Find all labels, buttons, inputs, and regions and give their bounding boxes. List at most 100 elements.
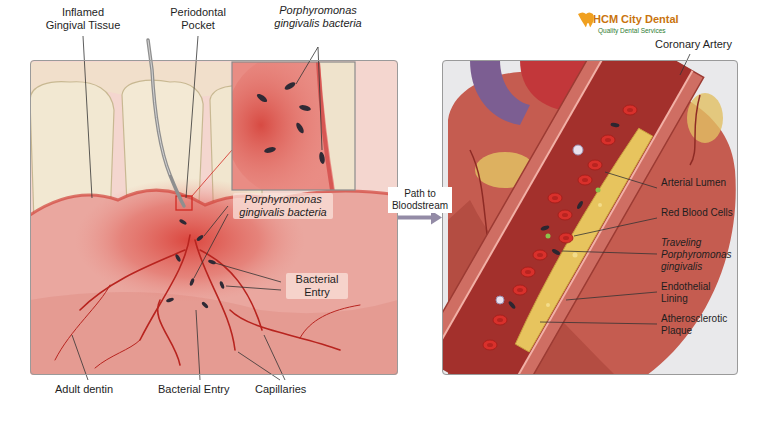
heart-illustration [525, 270, 531, 274]
part-label: Adult dentin [55, 383, 127, 396]
zoom-inset [299, 104, 312, 112]
part-label: Coronary Artery [655, 38, 751, 51]
heart-illustration [470, 60, 530, 125]
part-label: Porphyromonas gingivalis bacteria [233, 193, 333, 219]
part-label: Endothelial Lining [661, 281, 735, 305]
gum-illustration [30, 190, 398, 215]
part-label: Inflamed Gingival Tissue [43, 6, 123, 32]
heart-illustration [552, 196, 558, 200]
heart-illustration [576, 200, 584, 210]
part-label: Red Blood Cells [661, 207, 735, 219]
heart-illustration [573, 145, 583, 155]
leader-lines [226, 286, 281, 290]
flow-arrow [398, 211, 442, 225]
gum-illustration [158, 300, 180, 365]
heart-illustration [442, 60, 693, 375]
heart-illustration [483, 340, 497, 350]
zoom-inset [318, 152, 325, 165]
zoom-inset [232, 62, 355, 190]
heart-illustration [687, 93, 723, 143]
gum-illustration [55, 235, 360, 368]
zoom-inset [318, 62, 332, 190]
heart-illustration [487, 108, 633, 347]
part-label: Arterial Lumen [661, 177, 735, 189]
zoom-inset [232, 62, 355, 190]
leader-lines [318, 47, 322, 150]
gum-illustration [200, 250, 262, 330]
heart-illustration [592, 163, 598, 167]
heart-illustration [627, 108, 633, 112]
part-label: Bacterial Entry [286, 273, 348, 299]
gum-tissue-panel: Porphyromonas gingivalis bacteriaBacteri… [30, 60, 398, 375]
part-label: Traveling Porphyromonas gingivalis [661, 237, 735, 273]
leader-lines [194, 214, 228, 278]
heart-illustration [533, 250, 547, 260]
arrow-head [431, 211, 442, 225]
heart-illustration [496, 296, 504, 304]
gum-illustration [55, 285, 110, 360]
part-label: Atherosclerotic Plaque [661, 313, 735, 337]
heart-illustration [521, 267, 535, 277]
gum-illustration [300, 305, 360, 338]
leader-lines [72, 36, 690, 380]
heart-illustration [558, 210, 572, 220]
zoom-inset [264, 146, 277, 154]
gum-illustration [201, 301, 209, 309]
heart-illustration [513, 285, 527, 295]
gum-illustration [219, 281, 225, 290]
heart-illustration [623, 105, 637, 115]
heart-illustration [546, 303, 550, 307]
zoom-inset [225, 55, 355, 195]
heart-illustration [582, 178, 588, 182]
zoom-inset [295, 122, 306, 135]
heart-illustration [596, 188, 601, 193]
heart-illustration [515, 128, 652, 352]
heart-illustration [537, 253, 543, 257]
zoom-inset [256, 81, 326, 165]
heart-illustration [548, 193, 562, 203]
leader-lines [680, 54, 690, 75]
leader-lines [605, 172, 657, 188]
gum-illustration [30, 60, 398, 375]
heart-illustration [517, 288, 523, 292]
heart-illustration [578, 175, 592, 185]
gum-illustration [174, 254, 181, 263]
heart-illustration [598, 203, 602, 207]
watermark-logo: HCM City Dental [593, 13, 703, 26]
gum-illustration [189, 278, 195, 287]
zoom-inset [284, 81, 297, 92]
heart-illustration [601, 135, 615, 145]
edge-label: Path to Bloodstream [388, 187, 452, 213]
gum-illustration [196, 234, 204, 242]
heart-illustration [690, 95, 700, 165]
part-label: Bacterial Entry [158, 383, 246, 396]
leader-lines [540, 322, 657, 324]
leader-lines [574, 218, 657, 236]
leader-lines [562, 251, 657, 254]
leader-lines [72, 335, 88, 380]
heart-illustration [493, 315, 507, 325]
leader-lines [296, 47, 318, 84]
leader-lines [566, 292, 657, 300]
heart-illustration [540, 225, 550, 232]
heart-illustration [508, 122, 620, 309]
gum-illustration [208, 259, 217, 265]
leader-lines [215, 263, 281, 282]
heart-illustration [559, 233, 573, 243]
gum-illustration [195, 240, 235, 350]
heart-illustration [487, 343, 493, 347]
heart-illustration [605, 138, 611, 142]
gum-illustration [30, 60, 398, 375]
zoom-inset [256, 92, 269, 103]
heart-illustration [497, 318, 503, 322]
part-label: Periodontal Pocket [163, 6, 233, 32]
heart-illustration [563, 236, 569, 240]
heart-illustration [551, 248, 561, 256]
part-label: Capillaries [255, 383, 321, 396]
gum-illustration [192, 150, 232, 196]
logo-tooth-icon [578, 13, 594, 28]
dental-probe [148, 40, 184, 206]
